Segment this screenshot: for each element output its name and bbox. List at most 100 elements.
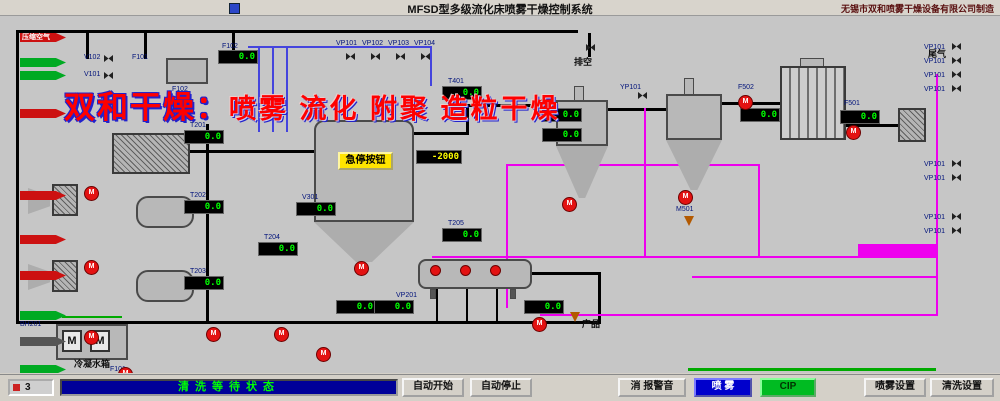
pipe-segment (232, 33, 235, 55)
motor-valve[interactable]: M (84, 186, 99, 201)
manual-valve-icon[interactable] (952, 227, 961, 234)
value-display: 0.0 (336, 300, 376, 314)
equipment-label: V301 (302, 194, 319, 201)
pipe-segment (436, 274, 438, 322)
equipment-label: VP101 (924, 58, 946, 65)
motor-valve[interactable]: M (562, 197, 577, 212)
manual-valve-icon[interactable] (421, 53, 430, 60)
manual-valve-icon[interactable] (104, 55, 113, 62)
motor-valve[interactable] (490, 265, 501, 276)
equipment-label: M501 (676, 206, 694, 213)
motor-valve[interactable]: M (678, 190, 693, 205)
motor-valve[interactable]: M (274, 327, 289, 342)
manual-valve-icon[interactable] (586, 44, 595, 51)
equipment-label: F502 (738, 84, 754, 91)
manual-valve-icon[interactable] (952, 213, 961, 220)
equipment-label: YP101 (620, 84, 642, 91)
manual-valve-icon[interactable] (638, 92, 647, 99)
value-display: 0.0 (442, 86, 482, 100)
motor-valve[interactable]: M (354, 261, 369, 276)
pipe-segment (606, 108, 668, 111)
equipment-label: VP103 (388, 40, 410, 47)
manual-valve-icon[interactable] (371, 53, 380, 60)
equipment-label: T203 (190, 268, 206, 275)
equipment-label: F501 (844, 100, 860, 107)
pipe-segment (410, 132, 468, 135)
equipment-label: VP101 (924, 214, 946, 221)
pipe-segment (144, 33, 147, 59)
drying-tower-cone (314, 222, 414, 262)
pipe-segment (936, 258, 938, 316)
pipe-segment (506, 164, 760, 166)
fluid-bed-leg-left (430, 289, 436, 299)
pipe-segment (430, 48, 432, 86)
equipment-label: T201 (190, 122, 206, 129)
manual-valve-icon[interactable] (952, 174, 961, 181)
condensate-motor-1: M (62, 330, 82, 352)
motor-valve[interactable]: M (540, 96, 555, 111)
motor-valve[interactable]: M (118, 367, 133, 373)
pipe-segment (532, 272, 600, 275)
pipe-segment (190, 150, 315, 153)
manual-valve-icon[interactable] (952, 85, 961, 92)
page-title: MFSD型多级流化床喷雾干燥控制系统 (407, 4, 593, 16)
cip-button[interactable]: CIP (760, 378, 816, 397)
equipment-label: F102 (172, 86, 188, 93)
air-filter (112, 133, 190, 174)
pipe-segment (858, 244, 938, 257)
value-display: 0.0 (258, 242, 298, 256)
pipe-segment (16, 321, 600, 324)
motor-valve[interactable]: M (532, 317, 547, 332)
pipe-segment (16, 30, 578, 33)
manual-valve-icon[interactable] (346, 53, 355, 60)
auto-start-button[interactable]: 自动开始 (402, 378, 464, 397)
intake-filter-1 (52, 184, 78, 216)
equipment-label: VP101 (924, 175, 946, 182)
manual-valve-icon[interactable] (396, 53, 405, 60)
pipe-segment (598, 272, 601, 324)
pipe-segment (466, 104, 558, 107)
equipment-label: VP101 (924, 161, 946, 168)
equipment-label: V102 (84, 54, 101, 61)
value-display: 0.0 (184, 200, 224, 214)
motor-valve[interactable]: M (206, 327, 221, 342)
mute-alarm-button[interactable]: 消 报警音 (618, 378, 686, 397)
pipe-segment (506, 164, 508, 308)
manual-valve-icon[interactable] (952, 160, 961, 167)
flow-arrow: 压缩空气 (20, 33, 66, 42)
manual-valve-icon[interactable] (952, 57, 961, 64)
spray-settings-button[interactable]: 喷雾设置 (864, 378, 926, 397)
motor-valve[interactable] (460, 265, 471, 276)
window-icon (229, 3, 240, 14)
pipe-segment (258, 48, 260, 132)
pipe-segment (688, 368, 936, 371)
value-display: 0.0 (524, 300, 564, 314)
auto-stop-button[interactable]: 自动停止 (470, 378, 532, 397)
stream-label: 产品 (582, 319, 601, 329)
pipe-segment (936, 74, 938, 258)
pipe-segment (496, 274, 498, 322)
value-display: 0.0 (840, 110, 880, 124)
motor-valve[interactable]: M (84, 330, 99, 345)
motor-valve[interactable] (430, 265, 441, 276)
counter-value: 3 (25, 382, 31, 393)
motor-valve[interactable]: M (316, 347, 331, 362)
motor-valve[interactable]: M (84, 260, 99, 275)
emergency-stop-button[interactable]: 急停按钮 (338, 152, 393, 170)
motor-valve[interactable]: M (738, 95, 753, 110)
manual-valve-icon[interactable] (952, 71, 961, 78)
spray-button[interactable]: 喷 雾 (694, 378, 752, 397)
flow-arrow (20, 271, 66, 280)
title-bar: MFSD型多级流化床喷雾干燥控制系统 无锡市双和喷雾干燥设备有限公司制造 (0, 0, 1000, 16)
motor-valve[interactable]: M (846, 125, 861, 140)
manual-valve-icon[interactable] (952, 43, 961, 50)
pipe-segment (844, 124, 900, 127)
manual-valve-icon[interactable] (104, 72, 113, 79)
value-display: 0.0 (218, 50, 258, 64)
equipment-label: VP101 (924, 228, 946, 235)
down-arrow-icon (570, 312, 580, 322)
clean-settings-button[interactable]: 清洗设置 (930, 378, 994, 397)
flow-arrow (20, 109, 66, 118)
pipe-segment (588, 33, 591, 57)
